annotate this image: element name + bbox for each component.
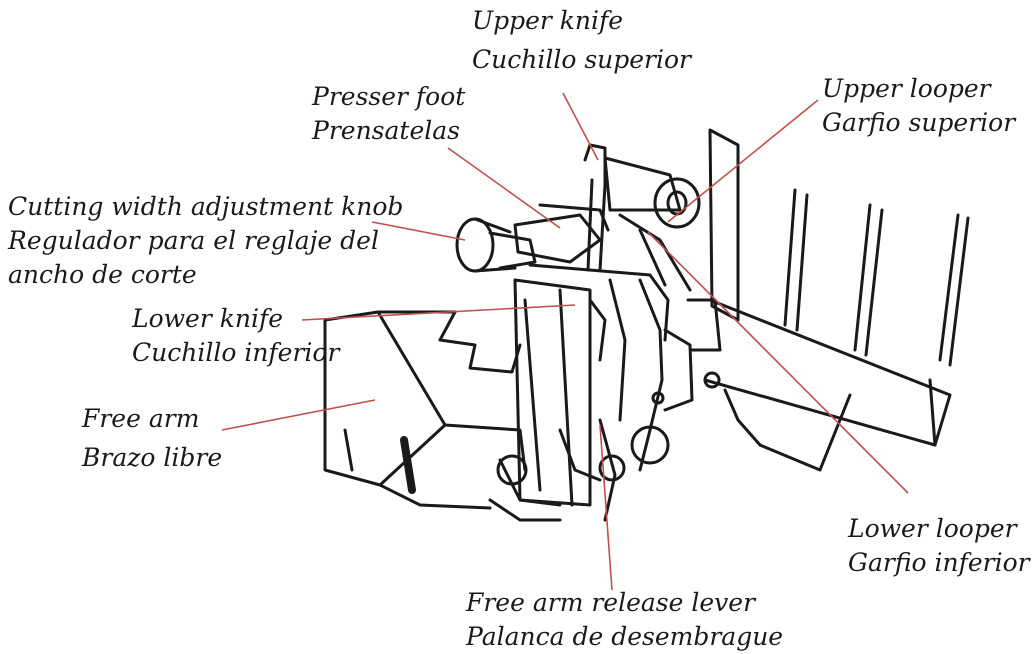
leader-free-arm-release-lever [599, 424, 613, 591]
leader-lines [221, 92, 909, 591]
label-presser-foot: Presser foot Prensatelas [312, 80, 465, 148]
label-presser-foot-en: Presser foot [312, 82, 466, 111]
label-upper-knife-es: Cuchillo superior [472, 45, 691, 74]
label-cutting-width-knob: Cutting width adjustment knob Regulador … [8, 190, 403, 292]
label-upper-looper-en: Upper looper [822, 74, 991, 103]
label-upper-knife-en: Upper knife [472, 6, 624, 35]
leader-lower-knife [301, 304, 576, 321]
label-lower-looper-es: Garfio inferior [848, 548, 1030, 577]
leader-cutting-width-knob [371, 221, 466, 241]
label-lower-looper: Lower looper Garfio inferior [848, 512, 1030, 580]
label-upper-looper: Upper looper Garfio superior [822, 72, 1015, 140]
label-cutting-width-knob-en: Cutting width adjustment knob [8, 192, 404, 221]
label-lower-looper-en: Lower looper [848, 514, 1017, 543]
label-free-arm-release-lever: Free arm release lever Palanca de desemb… [466, 586, 783, 654]
leader-upper-looper [667, 99, 819, 223]
label-cutting-width-knob-es-1: Regulador para el reglaje del [8, 226, 379, 255]
leader-presser-foot [447, 147, 561, 229]
label-free-arm-release-lever-es: Palanca de desembrague [466, 622, 784, 651]
label-free-arm-release-lever-en: Free arm release lever [466, 588, 756, 617]
leader-upper-knife [562, 92, 599, 161]
label-upper-looper-es: Garfio superior [822, 108, 1016, 137]
label-cutting-width-knob-es-2: ancho de corte [8, 260, 197, 289]
leader-free-arm [221, 399, 376, 431]
label-upper-knife: Upper knife Cuchillo superior [472, 4, 691, 77]
label-free-arm: Free arm Brazo libre [82, 402, 222, 475]
label-lower-knife-en: Lower knife [132, 304, 284, 333]
machine-drawing [323, 128, 970, 522]
label-free-arm-en: Free arm [82, 404, 200, 433]
label-lower-knife-es: Cuchillo inferior [132, 338, 340, 367]
label-presser-foot-es: Prensatelas [312, 116, 460, 145]
label-lower-knife: Lower knife Cuchillo inferior [132, 302, 339, 370]
leader-lower-looper [647, 231, 909, 494]
label-free-arm-es: Brazo libre [82, 443, 223, 472]
